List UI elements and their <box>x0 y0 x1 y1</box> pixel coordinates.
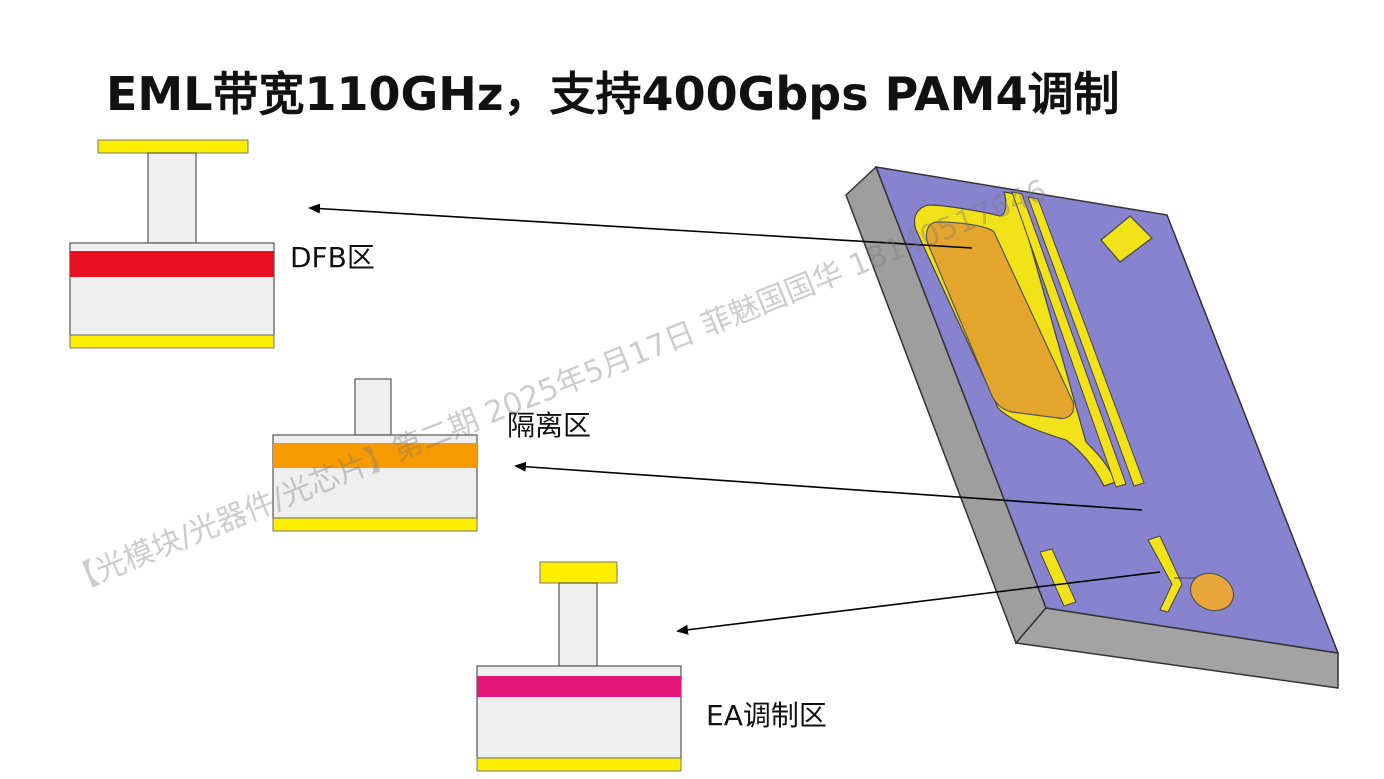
ea-ridge <box>558 582 598 667</box>
dfb-ridge <box>147 152 197 244</box>
diamond-pad <box>1100 215 1153 263</box>
ea-region-label: EA调制区 <box>706 699 827 732</box>
dfb-active-layer <box>70 251 274 277</box>
isolation-arrow <box>514 461 1143 511</box>
eml-chip-3d <box>845 165 1340 689</box>
dfb-contact-pad <box>925 221 1075 419</box>
ea-cross-section <box>476 561 682 772</box>
dfb-bottom-contact <box>69 334 275 349</box>
ea-bottom-contact <box>476 757 682 772</box>
slide-title: EML带宽110GHz，支持400Gbps PAM4调制 <box>106 67 1120 121</box>
dfb-cross-section <box>69 139 275 349</box>
isolation-marker <box>1039 548 1077 607</box>
electrode-trace-2 <box>1027 196 1145 487</box>
electrode-trace-1 <box>1011 191 1127 488</box>
isolation-cross-section <box>272 378 478 532</box>
ea-electrode-stem <box>1147 535 1183 613</box>
dfb-top-contact <box>97 139 249 154</box>
isolation-region-label: 隔离区 <box>507 409 592 442</box>
ea-active-layer <box>477 676 681 697</box>
dfb-arrow <box>308 203 973 249</box>
ea-arrow <box>676 571 1161 635</box>
ea-contact-pad <box>1189 572 1235 612</box>
isolation-active-layer <box>273 443 477 468</box>
isolation-bottom-contact <box>272 517 478 532</box>
dfb-region-label: DFB区 <box>290 241 375 274</box>
ea-top-contact <box>539 561 618 584</box>
isolation-ridge <box>354 378 392 436</box>
